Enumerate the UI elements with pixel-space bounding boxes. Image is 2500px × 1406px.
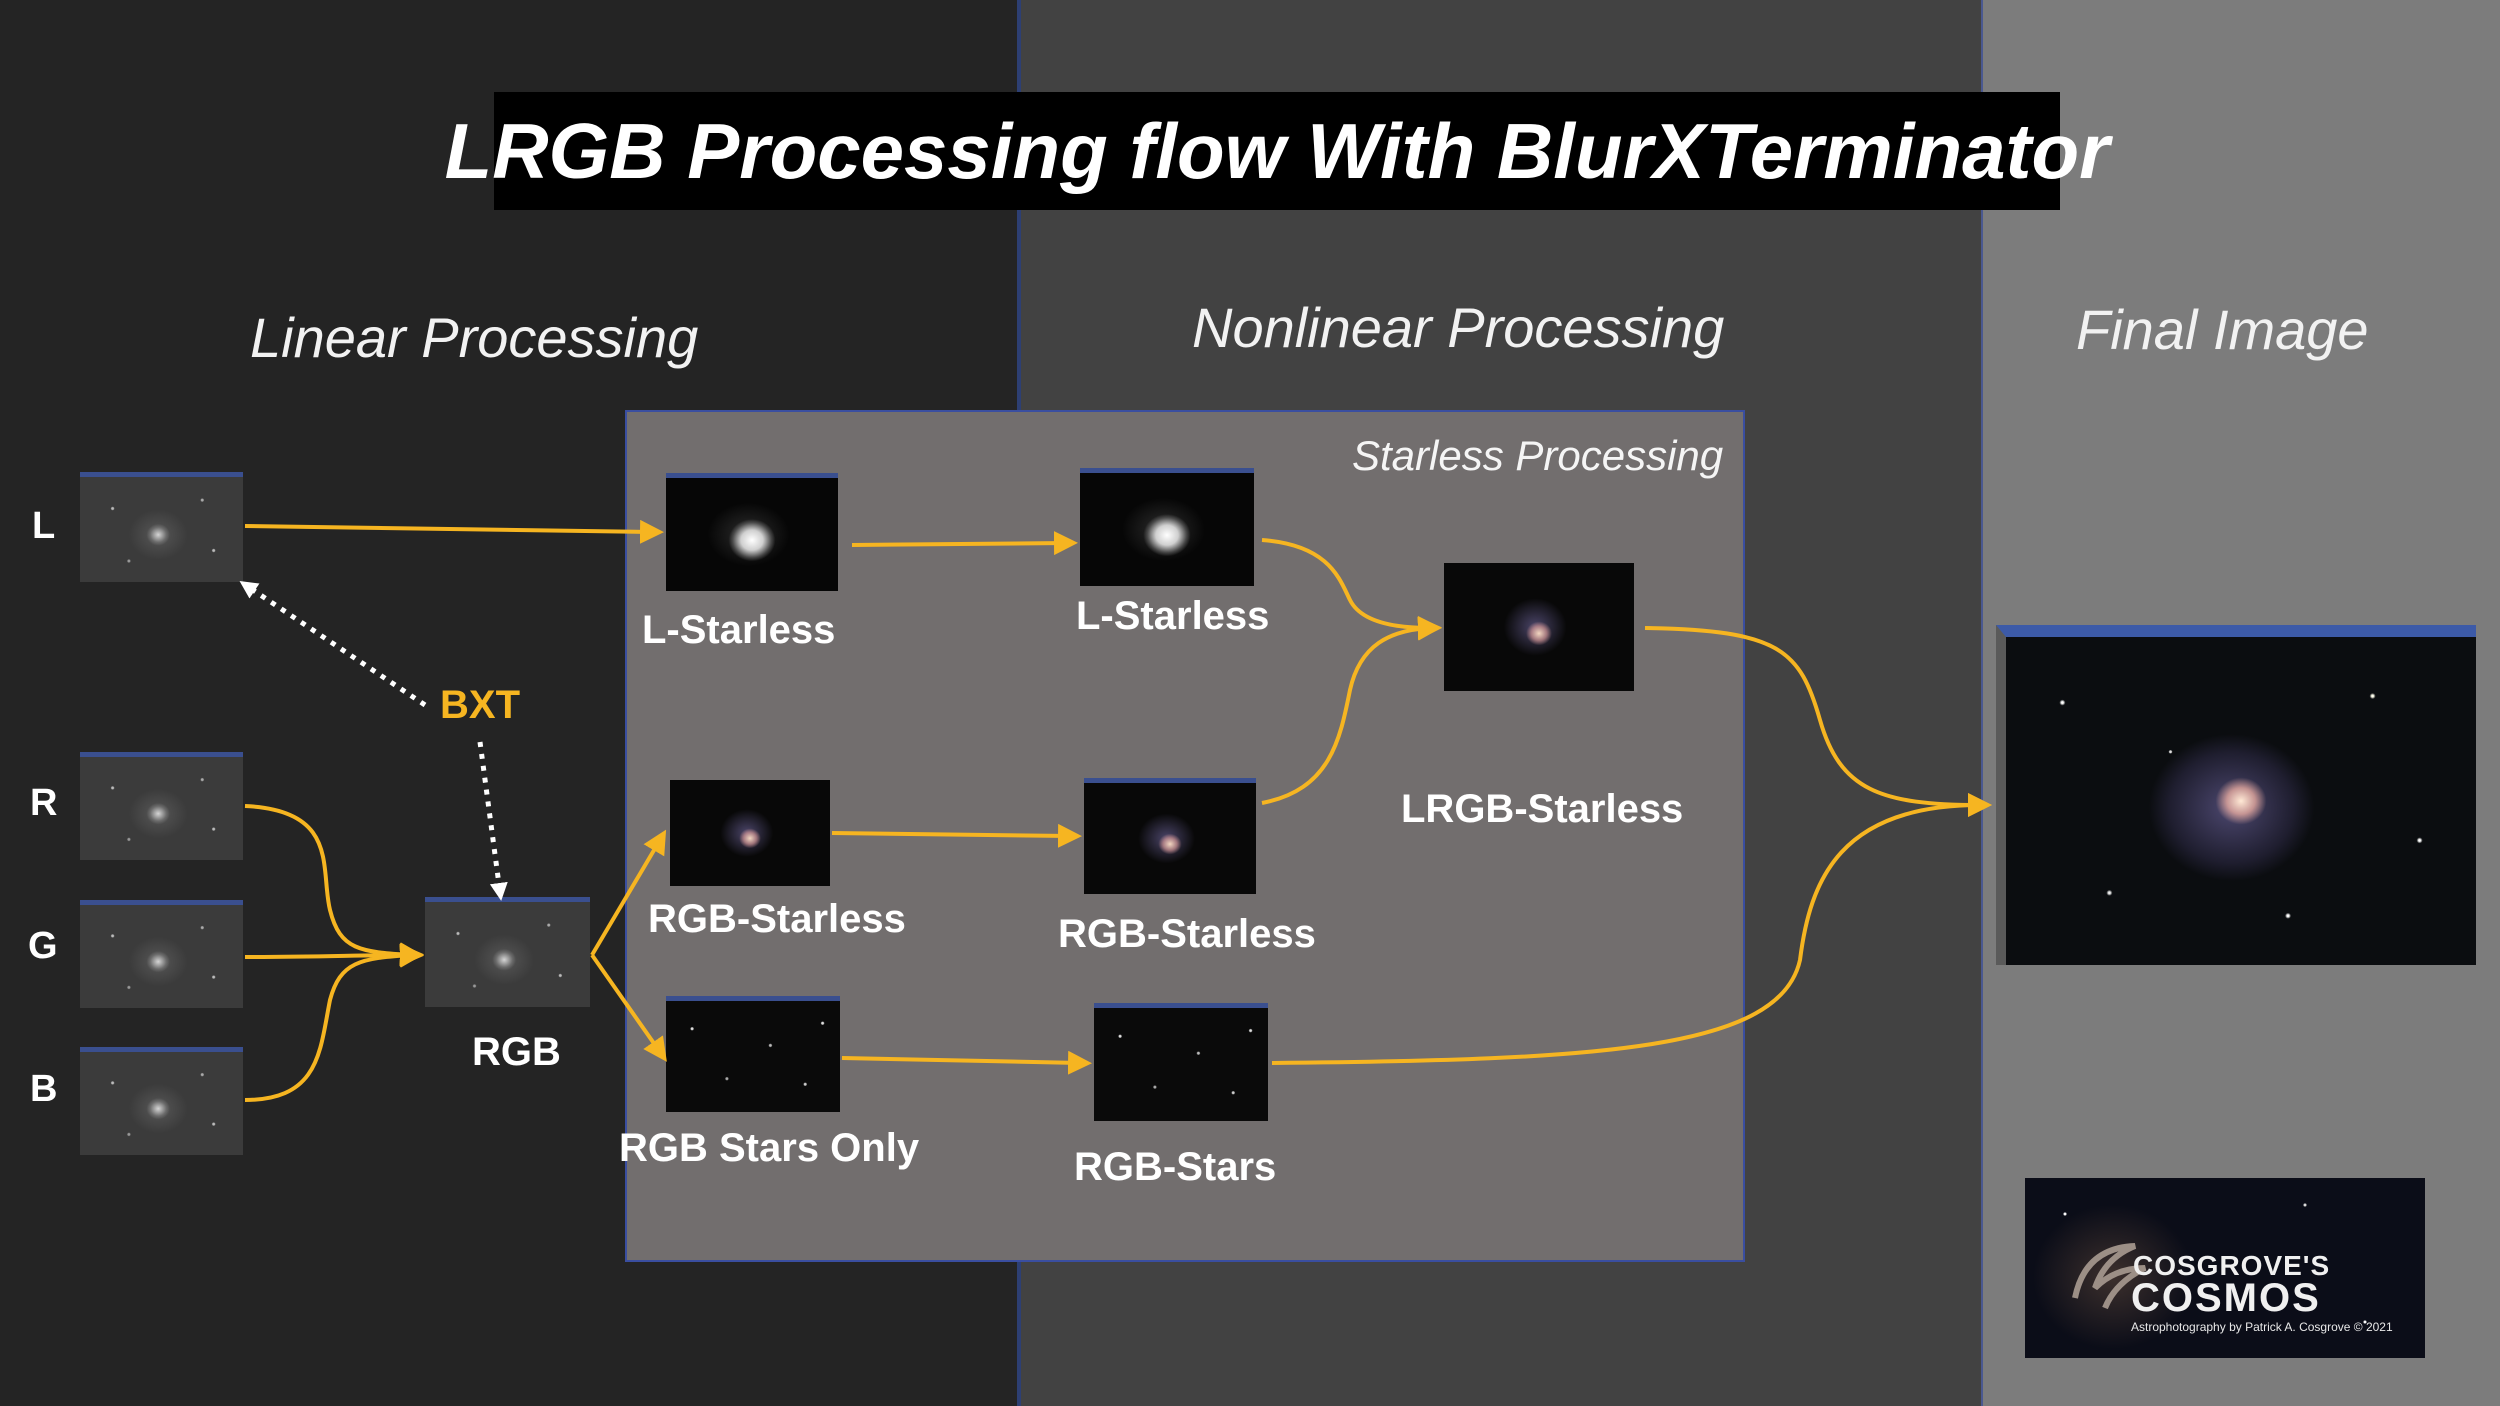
arrow-r-to-rgb [244,804,424,967]
thumbnail-rgb-stars-only [666,996,840,1112]
final-image-window: RGB 1:5 HKKSHO_AIP_lrgb_clone | <*new*> [1996,625,2476,965]
cosgroves-cosmos-logo: COSGROVE'S COSMOS Astrophotography by Pa… [2025,1178,2425,1358]
node-label-l-starless-1: L-Starless [642,608,836,652]
thumbnail-lrgb-starless [1444,563,1634,691]
final-galaxy-image [2006,637,2476,965]
node-label-lrgb-starless: LRGB-Starless [1401,787,1684,831]
arrow-lrgb-to-final [1644,626,1992,817]
arrow-rgb-starless-to-rgb-starless [831,823,1082,848]
logo-swirl-icon [2072,1243,2147,1310]
title-box: LRGB Processing flow With BlurXTerminato… [445,92,2109,210]
logo-tagline: Astrophotography by Patrick A. Cosgrove … [2131,1320,2393,1334]
page-title: LRGB Processing flow With BlurXTerminato… [444,106,2110,195]
thumbnail-rgb [425,897,590,1007]
arrow-rgb-stars-only-to-rgb-stars [841,1050,1092,1075]
channel-label-b: B [30,1068,58,1110]
thumbnail-rgb-starless-2 [1084,778,1256,894]
thumbnail-b [80,1047,243,1155]
arrow-bxt-to-rgb [477,741,508,901]
section-title-final: Final Image [2076,298,2369,361]
arrow-rgb-to-rgb-stars-only [590,953,667,1062]
thumbnail-rgb-stars [1094,1003,1268,1121]
arrow-bxt-to-l [239,580,427,708]
bxt-label: BXT [440,683,520,727]
node-label-rgb-stars: RGB-Stars [1074,1145,1277,1189]
node-label-rgb-starless-1: RGB-Starless [648,897,906,941]
starless-processing-label: Starless Processing [1352,432,1724,479]
thumbnail-r [80,752,243,860]
node-label-rgb-starless-2: RGB-Starless [1058,912,1316,956]
arrow-rgb-stars-to-final [1271,793,1992,1065]
node-label-rgb: RGB [472,1030,561,1074]
thumbnail-g [80,900,243,1008]
thumbnail-l [80,472,243,582]
thumbnail-l-starless-1 [666,473,838,591]
logo-line-1: COSGROVE'S [2133,1250,2331,1281]
channel-label-g: G [28,925,58,967]
section-title-nonlinear: Nonlinear Processing [1192,296,1725,359]
arrow-l-starless-to-l-starless [851,531,1078,556]
arrow-l-to-l-starless [244,519,664,544]
thumbnail-l-starless-2 [1080,468,1254,586]
node-label-rgb-stars-only: RGB Stars Only [619,1126,920,1170]
logo-line-2: COSMOS [2131,1276,2321,1320]
channel-label-r: R [30,782,58,824]
arrow-rgb-starless-to-lrgb [1261,616,1442,805]
arrow-b-to-rgb [244,943,424,1102]
node-label-l-starless-2: L-Starless [1076,594,1270,638]
channel-label-l: L [32,505,56,547]
section-title-linear: Linear Processing [250,306,699,369]
arrow-l-starless-to-lrgb [1261,538,1442,640]
arrow-rgb-to-rgb-starless [590,829,667,957]
thumbnail-rgb-starless-1 [670,780,830,886]
